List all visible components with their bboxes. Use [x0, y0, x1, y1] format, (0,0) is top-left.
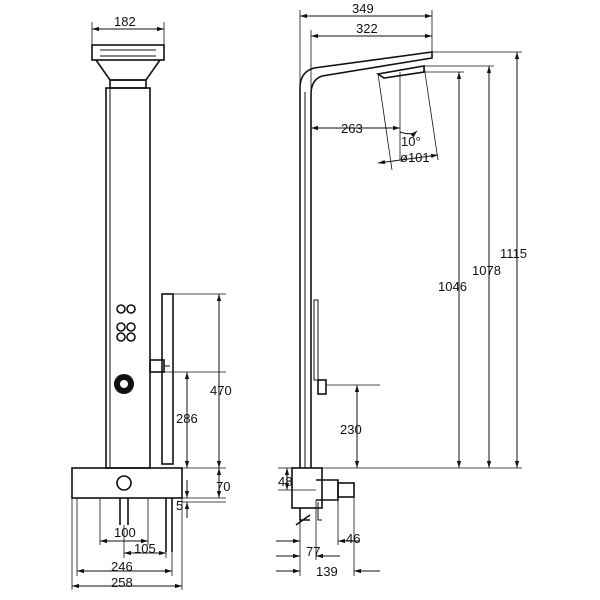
front-view: 182 470 286 70 5 100 [71, 14, 232, 590]
dim-258: 258 [111, 575, 133, 590]
dim-349: 349 [352, 1, 374, 16]
dim-246: 246 [111, 559, 133, 574]
dim-angle-10: 10° [401, 134, 421, 149]
front-shower-head [91, 44, 165, 89]
dim-46: 46 [346, 531, 360, 546]
dim-top-width: 182 [114, 14, 136, 29]
dim-70: 70 [216, 479, 230, 494]
dim-77: 77 [306, 544, 320, 559]
dim-105: 105 [134, 541, 156, 556]
hand-shower [149, 293, 174, 465]
front-dimensions: 182 470 286 70 5 100 [71, 14, 232, 590]
dim-48: 48 [278, 474, 292, 489]
dim-diameter-101: ø101 [400, 150, 430, 165]
dim-470: 470 [210, 383, 232, 398]
body-jets [116, 304, 136, 342]
front-base [71, 467, 183, 552]
dim-230: 230 [340, 422, 362, 437]
control-knob [114, 374, 134, 394]
dim-263: 263 [341, 121, 363, 136]
dim-139: 139 [316, 564, 338, 579]
dim-1078: 1078 [472, 263, 501, 278]
dim-286: 286 [176, 411, 198, 426]
side-dimensions: 349 322 263 10° ø101 1115 1078 1046 2 [276, 1, 527, 579]
side-base [291, 467, 355, 526]
side-column [299, 51, 433, 468]
dim-1046: 1046 [438, 279, 467, 294]
dim-5: 5 [176, 498, 183, 513]
dim-1115: 1115 [500, 246, 527, 261]
front-column [105, 87, 151, 469]
side-view: 349 322 263 10° ø101 1115 1078 1046 2 [276, 1, 527, 579]
dim-322: 322 [356, 21, 378, 36]
dim-100: 100 [114, 525, 136, 540]
